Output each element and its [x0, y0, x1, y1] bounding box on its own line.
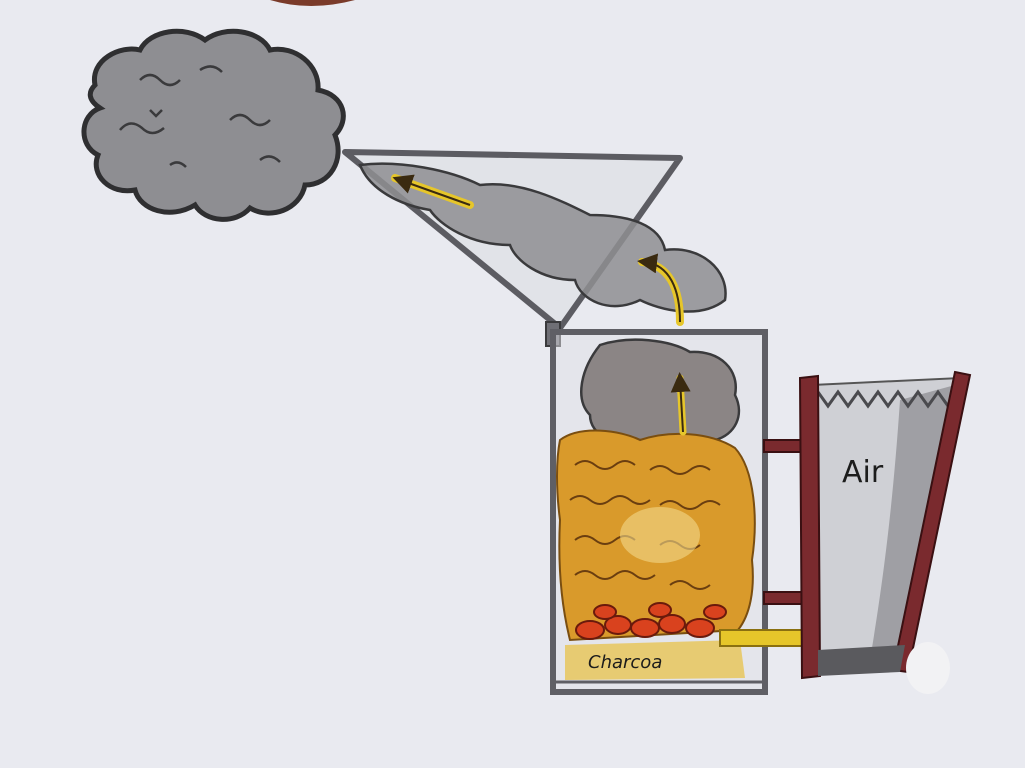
bellows-white-patch — [906, 642, 950, 694]
bellows-front-board — [798, 374, 822, 680]
smoke-texture — [119, 65, 281, 168]
bellows-leather-shade — [870, 385, 955, 660]
burning-coals — [575, 602, 727, 640]
bellows-pleats — [816, 389, 960, 409]
bellows: Air — [763, 370, 972, 694]
air-pipe — [719, 629, 803, 647]
top-edge-blob — [270, 0, 355, 6]
air-label: Air — [842, 455, 884, 490]
fuel-glow — [620, 507, 700, 563]
charcoal-label: Charcoa — [588, 652, 662, 673]
exhaust-smoke-cloud — [81, 28, 346, 222]
canister-base-glow — [565, 640, 745, 680]
bellows-bottom — [818, 645, 905, 676]
bellows-arm-lower — [763, 591, 807, 605]
